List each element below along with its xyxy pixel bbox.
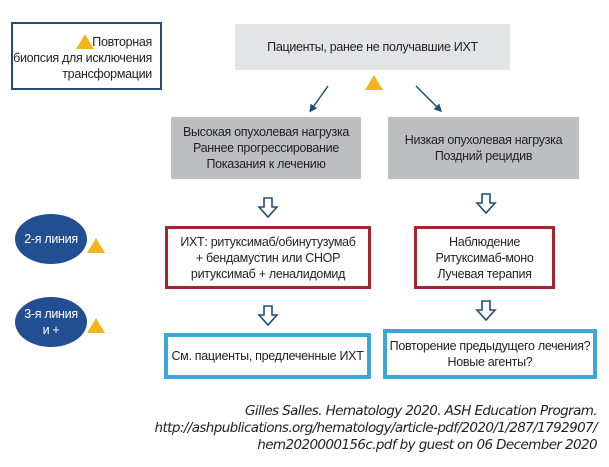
citation: Gilles Salles. Hematology 2020. ASH Educ…: [154, 403, 598, 454]
low-burden-line: Поздний рецидив: [434, 149, 533, 163]
legend-text-line: трансформации: [62, 67, 152, 81]
second-line-high-line: ИХТ: ритуксимаб/обинутузумаб: [180, 234, 356, 249]
third-line-label: 3-я линия: [24, 307, 78, 321]
citation-line: Gilles Salles. Hematology 2020. ASH Educ…: [245, 403, 598, 419]
second-line-oval: 2-я линия: [15, 214, 87, 264]
third-line-label: и +: [42, 323, 60, 337]
third-line-oval: 3-я линия и +: [15, 297, 87, 347]
second-line-low-box: Наблюдение Ритуксимаб-моно Лучевая терап…: [414, 226, 555, 289]
arrow-to-high-burden: [309, 85, 329, 113]
third-line-low-line: Новые агенты?: [447, 355, 533, 369]
warning-triangle-icon: [87, 318, 105, 333]
second-line-low-line: Наблюдение: [448, 234, 521, 249]
high-burden-line: Показания к лечению: [206, 157, 326, 171]
legend-text-line: биопсия для исключения: [13, 51, 152, 65]
down-arrow-icon: [257, 197, 279, 219]
third-line-low-box: Повторение предыдущего лечения? Новые аг…: [383, 329, 597, 379]
third-line-high-line: См. пациенты, предлеченные ИХТ: [171, 349, 364, 363]
high-burden-line: Высокая опухолевая нагрузка: [182, 125, 350, 139]
warning-triangle-icon: [87, 238, 105, 253]
low-burden-box: Низкая опухолевая нагрузка Поздний рецид…: [388, 117, 579, 179]
second-line-high-line: ритуксимаб + леналидомид: [190, 266, 346, 281]
citation-line: http://ashpublications.org/hematology/ar…: [154, 420, 598, 436]
high-burden-line: Раннее прогрессирование: [193, 141, 339, 155]
second-line-high-line: + бендамустин или CHOP: [195, 250, 341, 265]
down-arrow-icon: [475, 193, 497, 215]
down-arrow-icon: [257, 305, 279, 327]
legend-text-line: Повторная: [92, 35, 152, 49]
legend-box: Повторная биопсия для исключения трансфо…: [11, 22, 162, 90]
high-burden-box: Высокая опухолевая нагрузка Раннее прогр…: [171, 117, 361, 179]
start-box-label: Пациенты, ранее не получавшие ИХТ: [267, 40, 478, 54]
warning-triangle-icon: [365, 75, 383, 90]
third-line-high-box: См. пациенты, предлеченные ИХТ: [164, 333, 371, 379]
arrow-to-low-burden: [415, 85, 443, 113]
second-line-low-line: Лучевая терапия: [437, 266, 532, 281]
citation-line: hem2020000156c.pdf by guest on 06 Decemb…: [257, 437, 597, 453]
third-line-low-line: Повторение предыдущего лечения?: [389, 339, 591, 353]
down-arrow-icon: [475, 300, 497, 322]
second-line-label: 2-я линия: [24, 232, 78, 246]
start-box: Пациенты, ранее не получавшие ИХТ: [235, 24, 510, 70]
warning-triangle-icon: [76, 34, 94, 49]
second-line-high-box: ИХТ: ритуксимаб/обинутузумаб + бендамуст…: [165, 226, 371, 289]
second-line-low-line: Ритуксимаб-моно: [435, 250, 534, 265]
low-burden-line: Низкая опухолевая нагрузка: [404, 133, 563, 147]
